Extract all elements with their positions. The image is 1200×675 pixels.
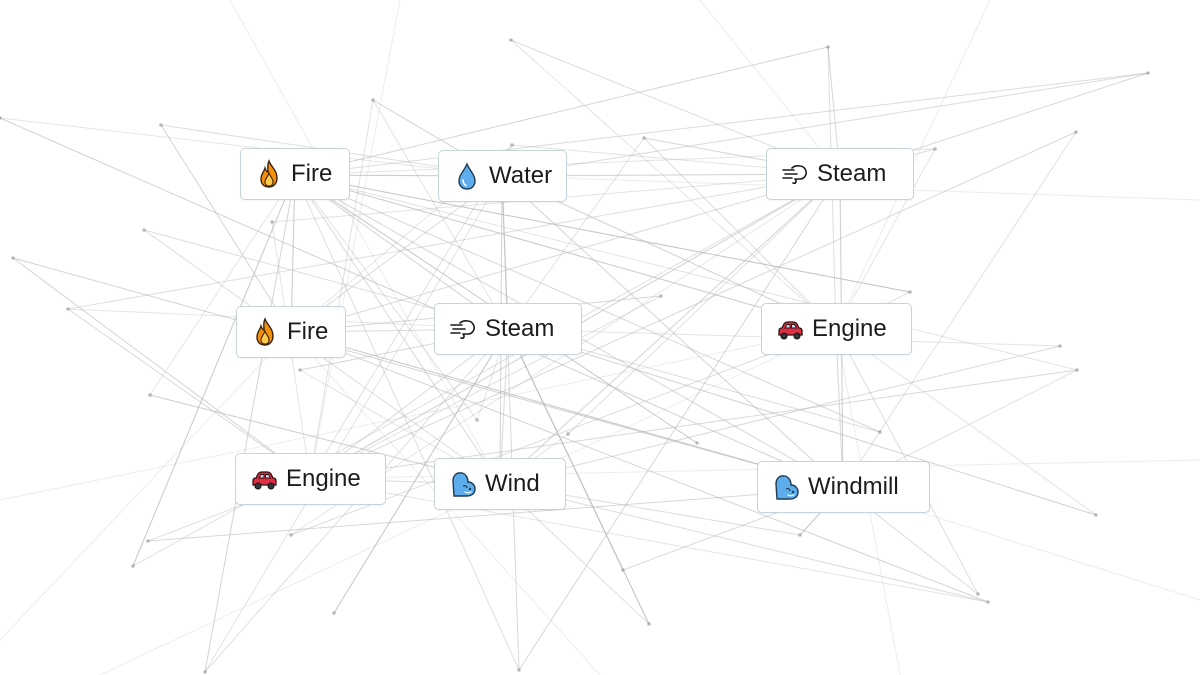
element-tile-fire[interactable]: Fire: [236, 306, 346, 358]
fire-icon: [255, 159, 283, 189]
element-tile-engine[interactable]: Engine: [761, 303, 912, 355]
car-icon: [776, 314, 804, 344]
element-tile-steam[interactable]: Steam: [434, 303, 582, 355]
car-icon: [250, 464, 278, 494]
wind-face-icon: [449, 469, 477, 499]
tile-label: Fire: [287, 318, 329, 345]
tile-label: Steam: [817, 160, 887, 187]
element-tile-engine[interactable]: Engine: [235, 453, 386, 505]
element-tile-fire[interactable]: Fire: [240, 148, 350, 200]
tile-label: Fire: [291, 160, 333, 187]
tile-label: Windmill: [808, 473, 899, 500]
element-tile-water[interactable]: Water: [438, 150, 567, 202]
tile-label: Wind: [485, 470, 540, 497]
tile-label: Water: [489, 162, 553, 189]
steam-icon: [781, 159, 809, 189]
element-tile-wind[interactable]: Wind: [434, 458, 566, 510]
wind-face-icon: [772, 472, 800, 502]
element-tile-windmill[interactable]: Windmill: [757, 461, 930, 513]
tile-label: Steam: [485, 315, 555, 342]
tile-label: Engine: [812, 315, 887, 342]
water-drop-icon: [453, 161, 481, 191]
fire-icon: [251, 317, 279, 347]
element-tile-steam[interactable]: Steam: [766, 148, 914, 200]
tile-label: Engine: [286, 465, 361, 492]
steam-icon: [449, 314, 477, 344]
